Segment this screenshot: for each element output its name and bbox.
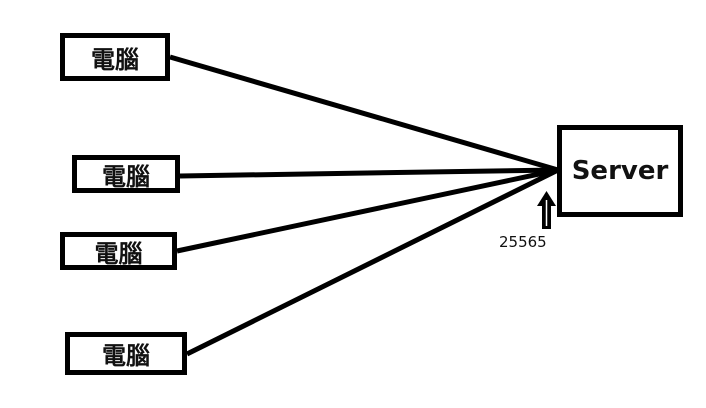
port-arrow-icon <box>537 191 556 229</box>
server-node: Server <box>557 125 683 217</box>
connection-line-2 <box>179 167 559 179</box>
computer-label: 電腦 <box>94 239 143 268</box>
connection-line-4 <box>185 167 560 357</box>
computer-node-1: 電腦 <box>60 33 170 81</box>
server-label: Server <box>571 156 669 186</box>
computer-label: 電腦 <box>91 45 139 74</box>
computer-label: 電腦 <box>102 342 150 370</box>
computer-node-2: 電腦 <box>72 155 180 193</box>
connection-line-1 <box>169 54 559 173</box>
computer-node-4: 電腦 <box>65 332 187 375</box>
computer-label: 電腦 <box>102 162 150 191</box>
port-label: 25565 <box>499 233 547 251</box>
computer-node-3: 電腦 <box>60 232 177 270</box>
connection-line-3 <box>176 167 559 254</box>
